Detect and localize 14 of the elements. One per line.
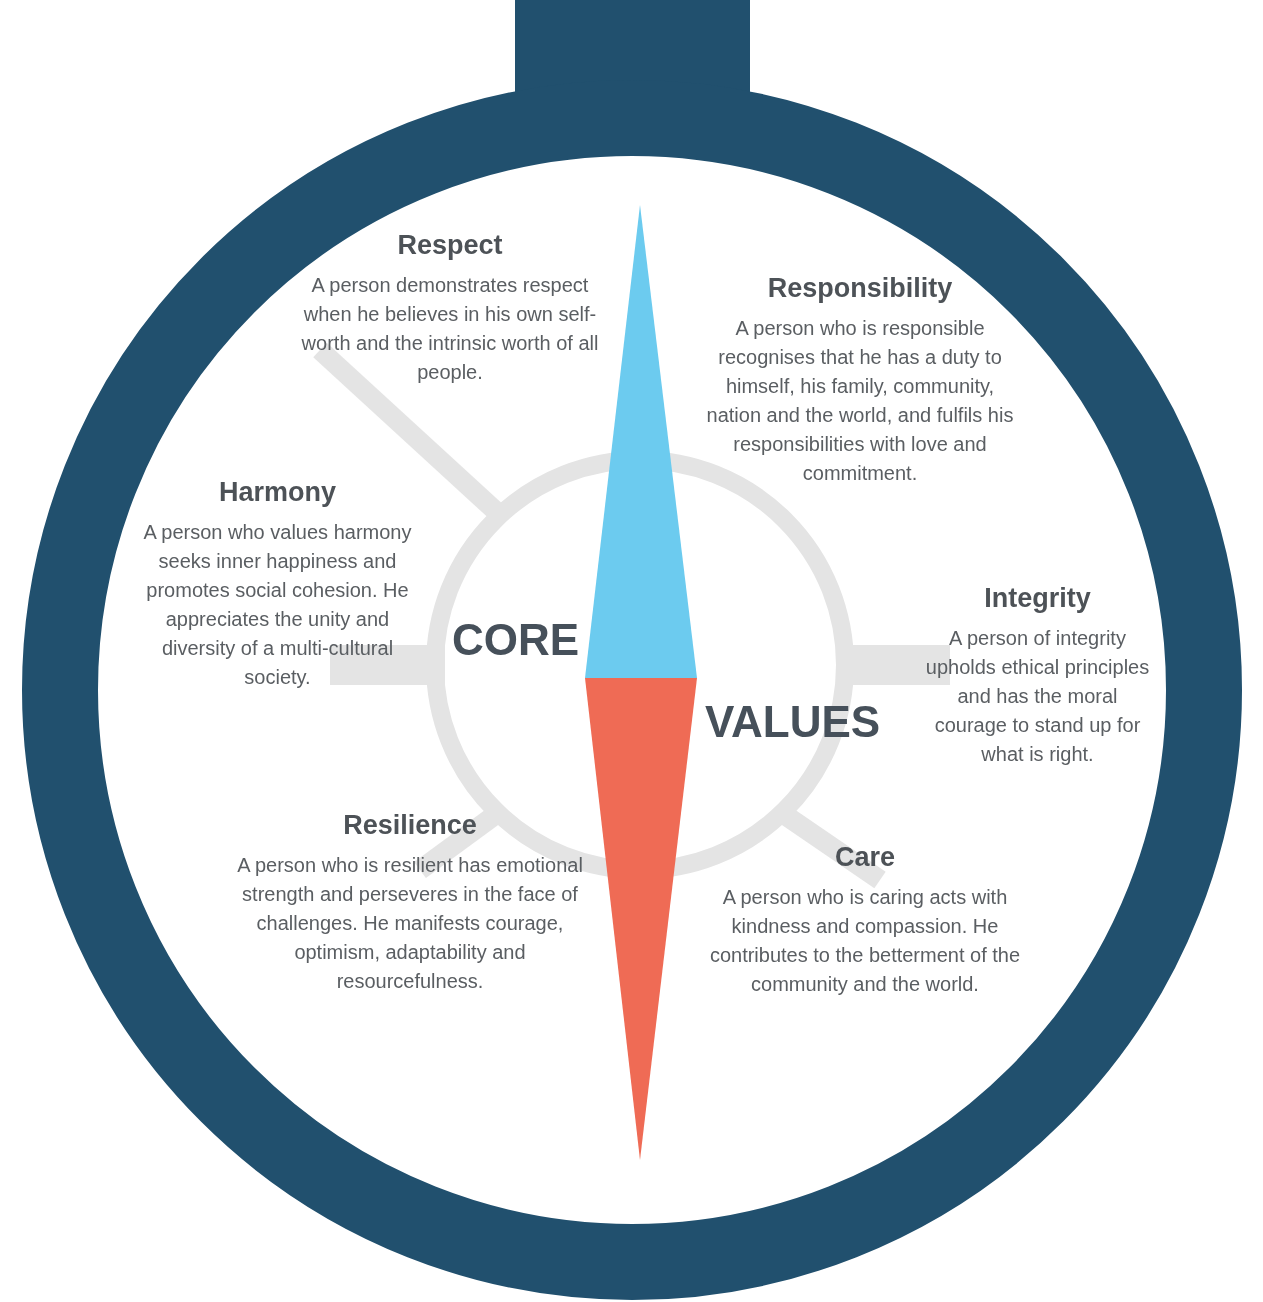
value-description: A person who is responsible recognises that he has a duty to himself, his family, community, nation and the world, and fulfils his responsibilities with love and commitment. bbox=[705, 316, 1015, 486]
value-heading: Integrity bbox=[984, 583, 1091, 614]
value-heading: Care bbox=[834, 842, 895, 873]
compass-title-word: CORE bbox=[452, 615, 580, 665]
value-description: A person who is resilient has emotional strength and perseveres in the face of challenges. He manifests courage, optimism, adaptability and resourcefulness. bbox=[236, 853, 584, 994]
value-heading: Respect bbox=[397, 230, 503, 261]
value-description: A person who values harmony seeks inner happiness and promotes social cohesion. He appreciates the unity and diversity of a multi-cultural society. bbox=[142, 520, 413, 690]
value-description: A person who is caring acts with kindness and compassion. He contributes to the betterment of the community and the world. bbox=[708, 885, 1022, 997]
value-heading: Responsibility bbox=[767, 273, 953, 304]
value-heading: Harmony bbox=[219, 477, 336, 508]
value-heading: Resilience bbox=[343, 810, 477, 841]
value-description: A person of integrity upholds ethical principles and has the moral courage to stand up for what is right. bbox=[924, 626, 1151, 767]
compass-title-word: VALUES bbox=[705, 697, 881, 747]
value-description: A person demonstrates respect when he believes in his own self-worth and the intrinsic worth of all people. bbox=[300, 273, 600, 385]
